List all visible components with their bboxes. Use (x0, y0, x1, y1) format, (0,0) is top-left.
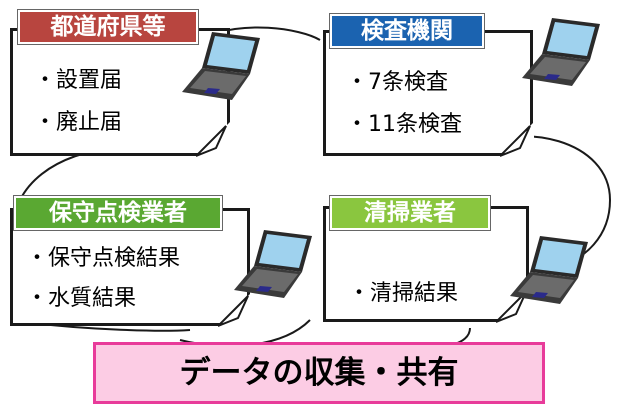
laptop-icon (182, 32, 260, 100)
page-fold (500, 122, 534, 157)
footer-banner: データの収集・共有 (93, 342, 545, 404)
page-fold (218, 292, 252, 327)
tag-inspection-agency: 検査機関 (330, 14, 484, 48)
item-maintenance-result: ・保守点検結果 (26, 246, 181, 271)
item-article11-inspection: ・11条検査 (346, 112, 462, 137)
tag-cleaning: 清掃業者 (330, 196, 490, 230)
page-fold (196, 122, 230, 157)
item-setup-notice: ・設置届 (34, 68, 123, 93)
item-cleaning-result: ・清掃結果 (348, 281, 459, 306)
laptop-icon (234, 230, 312, 298)
item-closure-notice: ・廃止届 (34, 110, 123, 135)
tag-prefecture: 都道府県等 (18, 10, 198, 44)
laptop-icon (510, 236, 588, 304)
tag-maintenance: 保守点検業者 (14, 196, 222, 230)
laptop-icon (522, 18, 600, 86)
item-water-quality: ・水質結果 (26, 286, 137, 311)
item-article7-inspection: ・7条検査 (346, 70, 448, 95)
